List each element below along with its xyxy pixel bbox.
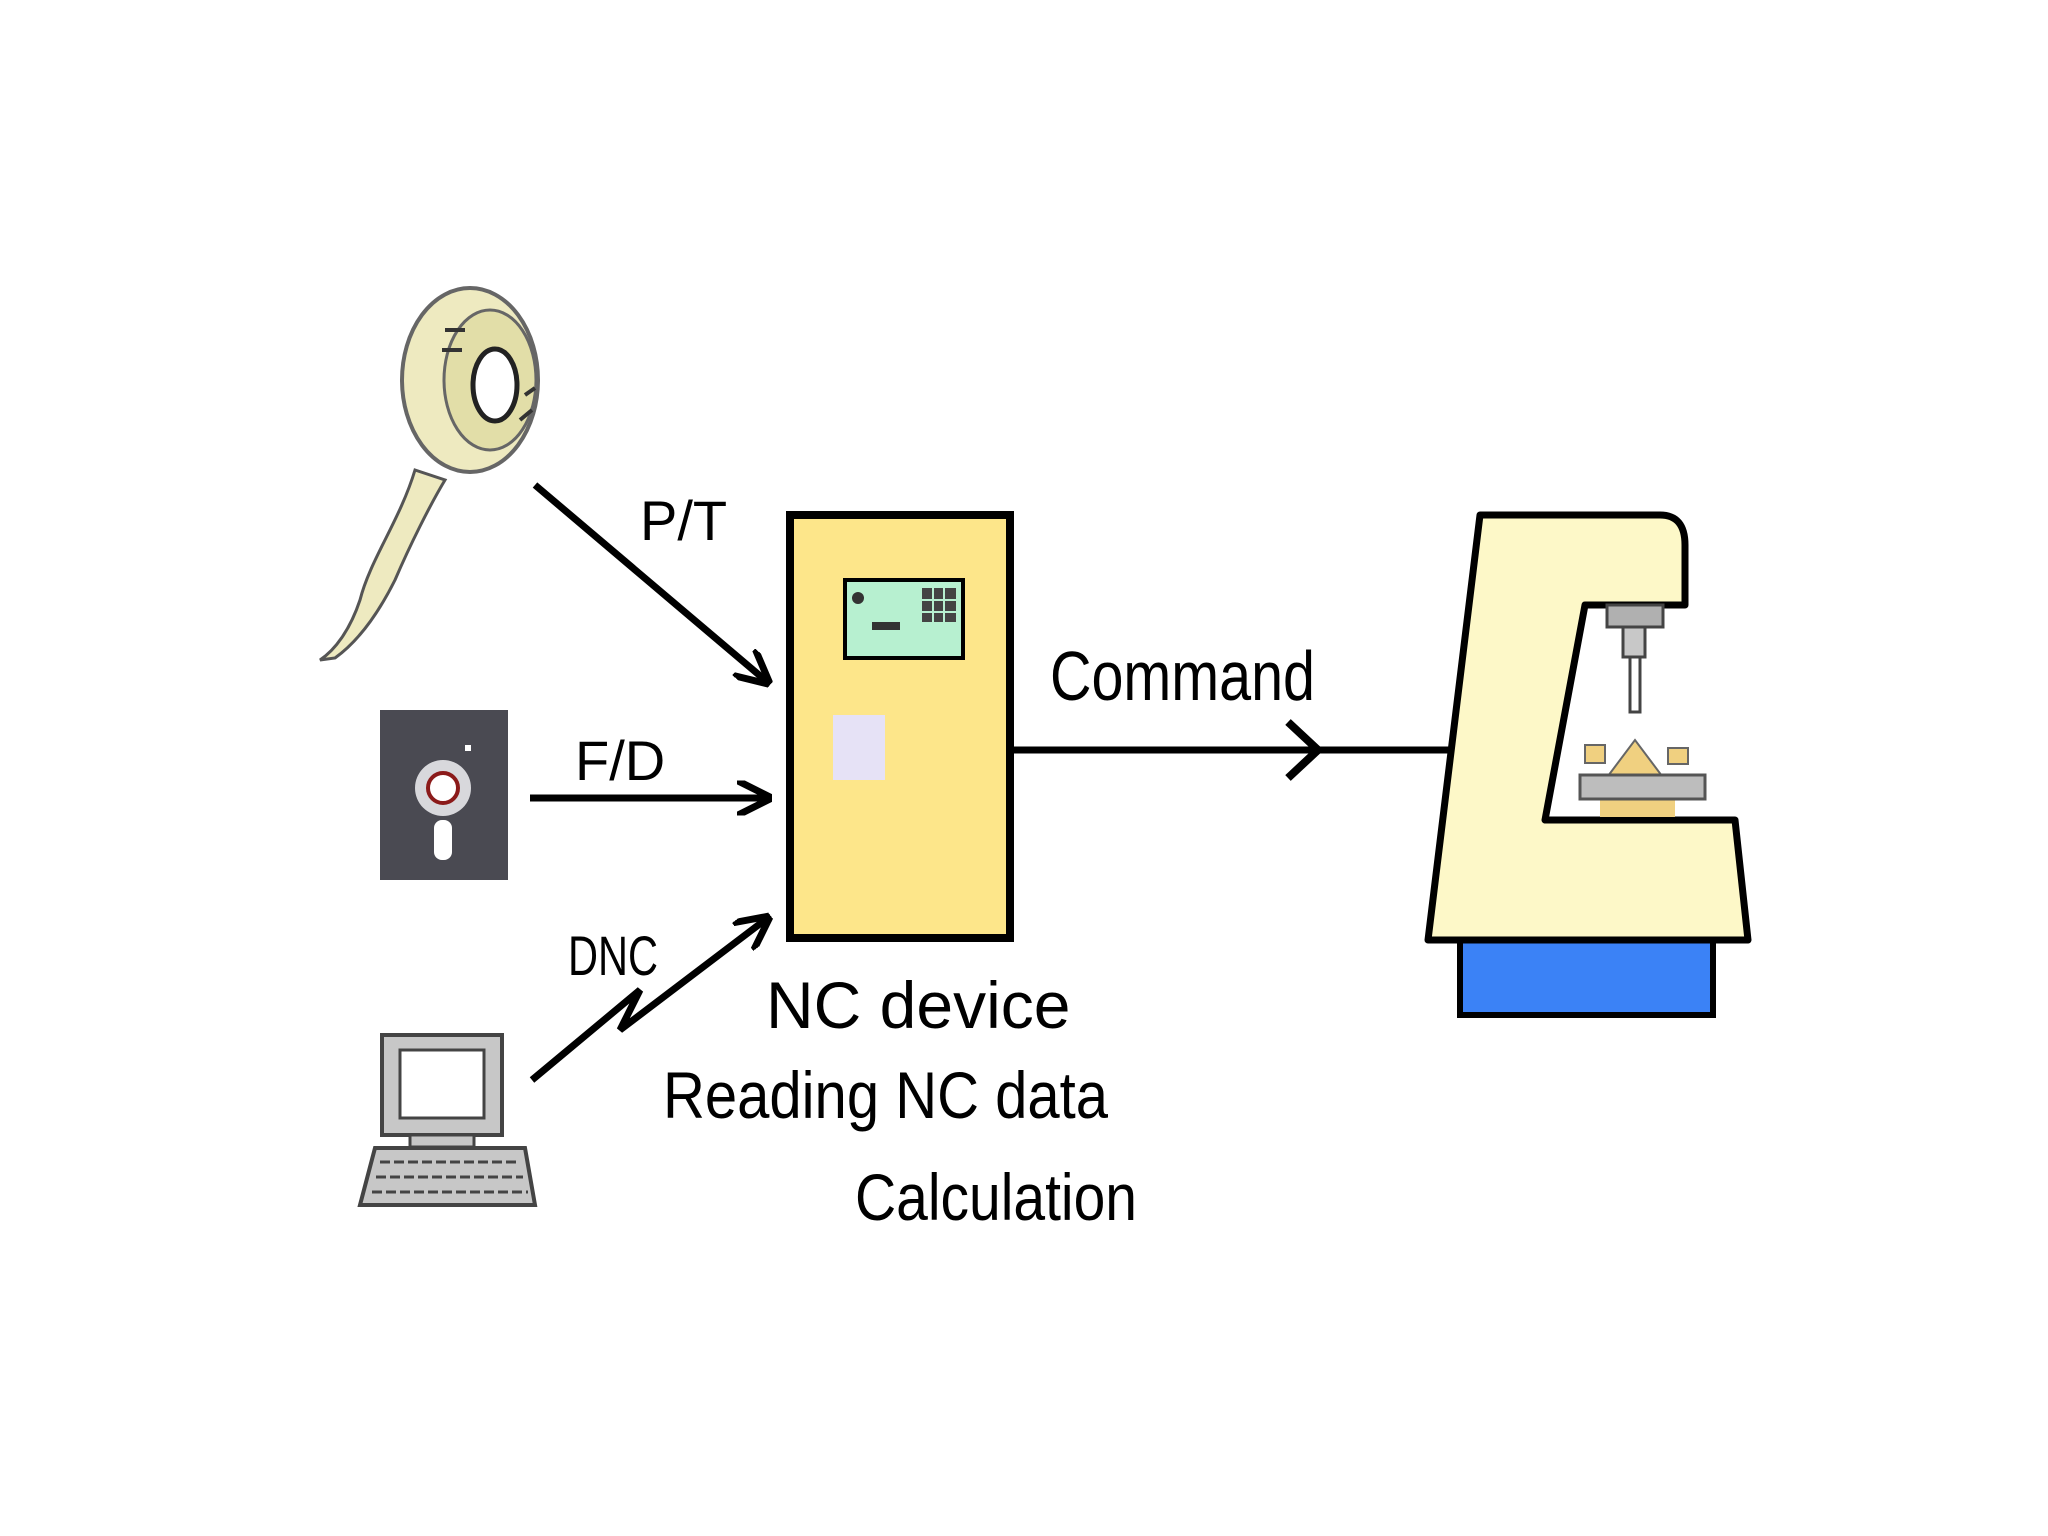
nc-control-cabinet-icon <box>786 511 1014 942</box>
pt-arrow <box>532 482 765 680</box>
pt-label: P/T <box>640 489 727 552</box>
dnc-label: DNC <box>568 924 658 987</box>
dnc-arrow <box>529 920 765 1083</box>
reading-nc-data-label: Reading NC data <box>663 1058 1108 1132</box>
command-arrowhead <box>1285 719 1324 781</box>
paper-tape-reel-icon <box>319 286 540 662</box>
nc-device-label: NC device <box>766 968 1070 1042</box>
command-label: Command <box>1050 637 1315 715</box>
floppy-disk-icon <box>380 710 508 880</box>
desktop-computer-icon <box>357 1033 538 1207</box>
fd-label: F/D <box>575 729 665 792</box>
milling-machine-icon <box>1424 511 1752 1018</box>
calculation-label: Calculation <box>855 1160 1137 1234</box>
